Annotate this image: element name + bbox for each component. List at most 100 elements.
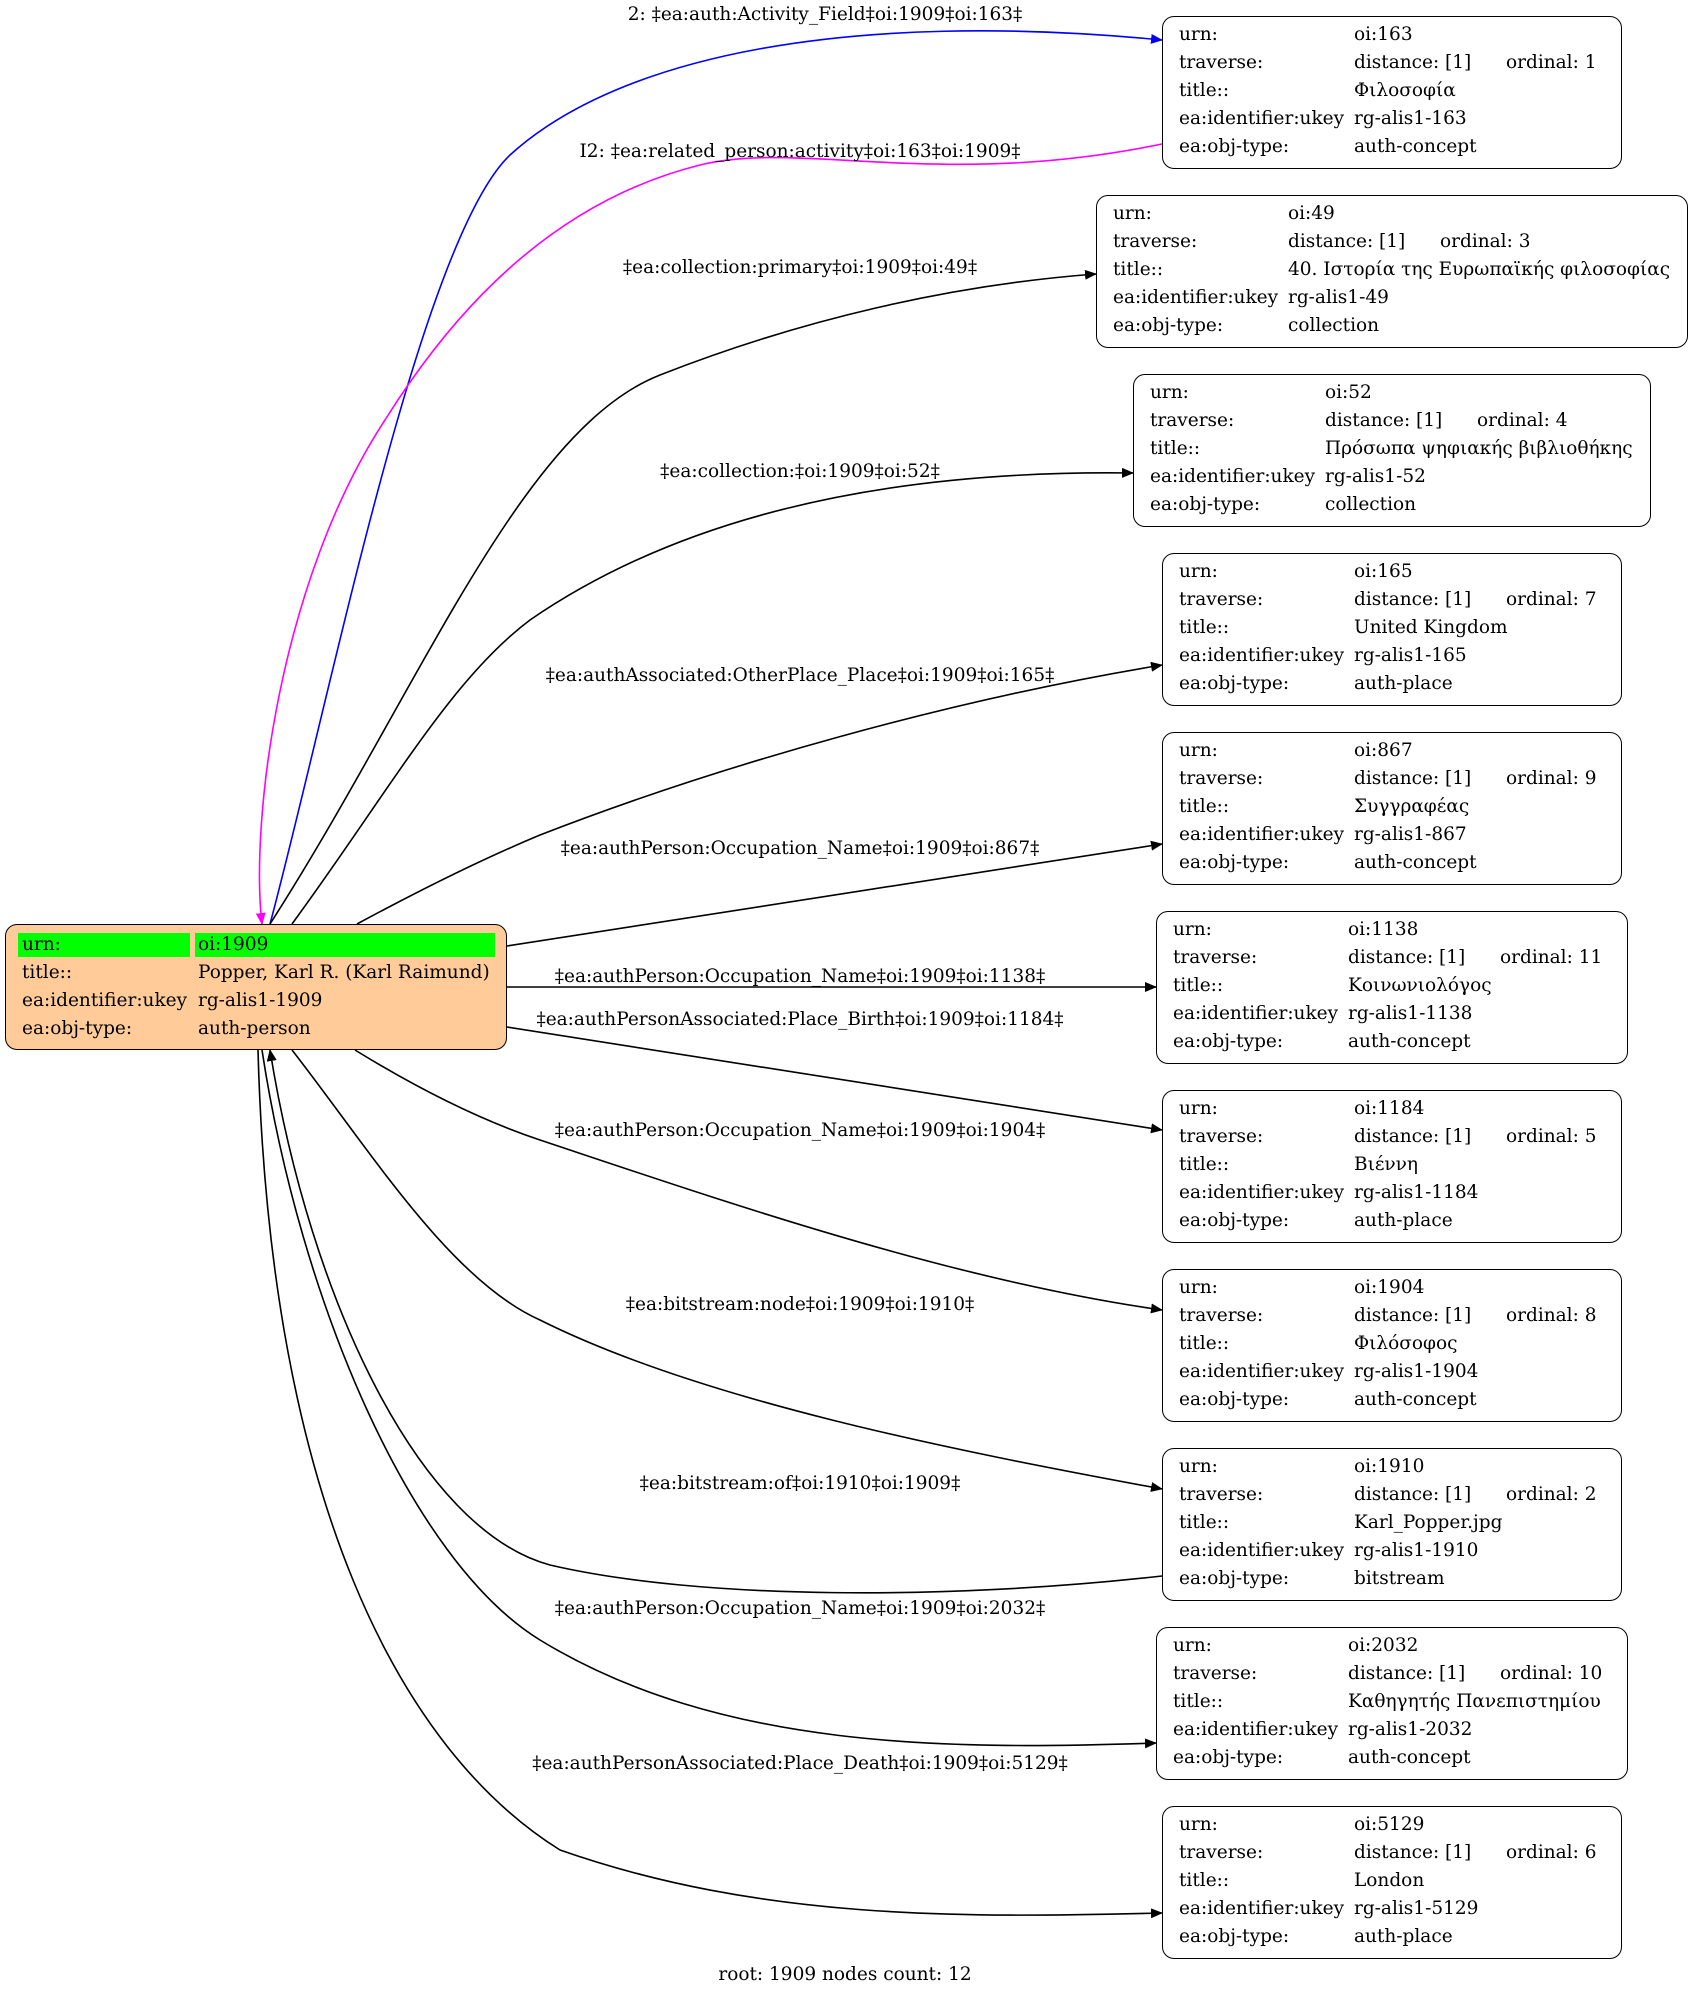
node-traverse-row: traverse:distance: [1]ordinal: 4	[1150, 407, 1650, 435]
edge-label: ‡ea:authPerson:Occupation_Name‡oi:1909‡o…	[554, 1120, 1046, 1141]
edge-label: ‡ea:authAssociated:OtherPlace_Place‡oi:1…	[545, 665, 1055, 686]
title-value: London	[1354, 1870, 1425, 1891]
ordinal-value: ordinal: 10	[1500, 1663, 1603, 1684]
edge-line	[269, 30, 1163, 925]
node-type-row: ea:obj-type:auth-place	[1179, 670, 1621, 698]
node-traverse-row: traverse:distance: [1]ordinal: 9	[1179, 765, 1621, 793]
edge-label: I2: ‡ea:related_person:activity‡oi:163‡o…	[579, 141, 1021, 162]
ukey-value: rg-alis1-163	[1354, 108, 1467, 129]
edge-label: ‡ea:collection:‡oi:1909‡oi:52‡	[660, 461, 940, 482]
root-node[interactable]: urn: oi:1909 title:: Popper, Karl R. (Ka…	[5, 924, 507, 1050]
node-title-row: title::Karl_Popper.jpg	[1179, 1509, 1621, 1537]
traverse-key: traverse:	[1150, 410, 1235, 431]
type-key: ea:obj-type:	[1179, 852, 1290, 873]
type-value: collection	[1325, 494, 1417, 515]
ukey-value: rg-alis1-5129	[1354, 1898, 1479, 1919]
node-title-row: title::Πρόσωπα ψηφιακής βιβλιοθήκης	[1150, 435, 1650, 463]
title-key: title::	[22, 962, 73, 983]
type-value: auth-concept	[1354, 852, 1477, 873]
type-key: ea:obj-type:	[1173, 1031, 1284, 1052]
edge-label: 2: ‡ea:auth:Activity_Field‡oi:1909‡oi:16…	[627, 4, 1023, 25]
node-urn-row: urn:oi:49	[1113, 200, 1687, 228]
title-key: title::	[1173, 1691, 1224, 1712]
type-key: ea:obj-type:	[1179, 1926, 1290, 1947]
edge-label: ‡ea:collection:primary‡oi:1909‡oi:49‡	[622, 257, 978, 278]
edge-label: ‡ea:authPerson:Occupation_Name‡oi:1909‡o…	[554, 966, 1046, 987]
urn-key: urn:	[1173, 1635, 1212, 1656]
title-key: title::	[1113, 259, 1164, 280]
edge-label: ‡ea:bitstream:of‡oi:1910‡oi:1909‡	[639, 1473, 961, 1494]
ukey-key: ea:identifier:ukey	[1179, 1361, 1345, 1382]
edge-label: ‡ea:authPersonAssociated:Place_Death‡oi:…	[532, 1753, 1068, 1774]
urn-key: urn:	[1179, 1814, 1218, 1835]
title-key: title::	[1179, 1333, 1230, 1354]
title-key: title::	[1179, 1870, 1230, 1891]
title-key: title::	[1179, 796, 1230, 817]
ordinal-value: ordinal: 8	[1506, 1305, 1597, 1326]
urn-value: oi:165	[1354, 561, 1413, 582]
urn-key: urn:	[1179, 740, 1218, 761]
node-urn-row: urn:oi:5129	[1179, 1811, 1621, 1839]
edge-label: ‡ea:authPersonAssociated:Place_Birth‡oi:…	[536, 1009, 1064, 1030]
title-value: Φιλοσοφία	[1354, 80, 1456, 101]
ukey-key: ea:identifier:ukey	[1173, 1003, 1339, 1024]
type-key: ea:obj-type:	[22, 1018, 133, 1039]
node-urn-row: urn: oi:867	[1179, 737, 1621, 765]
traverse-key: traverse:	[1173, 1663, 1258, 1684]
node-urn-row: urn:oi:1138	[1173, 916, 1627, 944]
node-title-row: title::Κοινωνιολόγος	[1173, 972, 1627, 1000]
edge-line	[255, 143, 1163, 925]
graph-node[interactable]: urn: oi:2032 traverse: distance: [1] ordinal…	[1156, 1627, 1628, 1780]
type-key: ea:obj-type:	[1179, 1389, 1290, 1410]
node-title-row: title::Συγγραφέας	[1179, 793, 1621, 821]
edge-line	[354, 1049, 1163, 1314]
title-value: Κοινωνιολόγος	[1348, 975, 1492, 996]
urn-key: urn:	[1179, 24, 1218, 45]
urn-value: oi:867	[1354, 740, 1413, 761]
edge-label: ‡ea:bitstream:node‡oi:1909‡oi:1910‡	[625, 1294, 975, 1315]
node-urn-row: urn:oi:165	[1179, 558, 1621, 586]
title-value: Πρόσωπα ψηφιακής βιβλιοθήκης	[1325, 438, 1633, 459]
node-type-row: ea:obj-type:auth-place	[1179, 1923, 1621, 1951]
traverse-key: traverse:	[1179, 1484, 1264, 1505]
traverse-key: traverse:	[1113, 231, 1198, 252]
type-value: auth-place	[1354, 673, 1453, 694]
ukey-value: rg-alis1-1184	[1354, 1182, 1479, 1203]
node-traverse-row: traverse:distance: [1]ordinal: 7	[1179, 586, 1621, 614]
edge-line	[506, 840, 1163, 947]
urn-value: oi:2032	[1348, 1635, 1419, 1656]
root-type-row: ea:obj-type: auth-person	[18, 1015, 494, 1043]
root-title-row: title:: Popper, Karl R. (Karl Raimund)	[18, 959, 494, 987]
traverse-key: traverse:	[1179, 1842, 1264, 1863]
edge-label: ‡ea:authPerson:Occupation_Name‡oi:1909‡o…	[554, 1598, 1046, 1619]
traverse-value: distance: [1]	[1348, 1663, 1466, 1684]
node-urn-row: urn:oi:1904	[1179, 1274, 1621, 1302]
ukey-value: rg-alis1-1138	[1348, 1003, 1473, 1024]
graph-node[interactable]: urn: oi:867 traverse:distance: [1]ordinal:…	[1162, 732, 1622, 885]
ukey-value: rg-alis1-1910	[1354, 1540, 1479, 1561]
node-title-row: title::Καθηγητής Πανεπιστημίου	[1173, 1688, 1627, 1716]
traverse-value: distance: [1]	[1354, 1305, 1472, 1326]
node-type-row: ea:obj-type:auth-place	[1179, 1207, 1621, 1235]
traverse-value: distance: [1]	[1325, 410, 1443, 431]
traverse-key: traverse:	[1179, 1126, 1264, 1147]
node-traverse-row: traverse: distance: [1] ordinal: 10	[1173, 1660, 1627, 1688]
node-type-row: ea:obj-type:collection	[1113, 312, 1687, 340]
node-title-row: title::40. Ιστορία της Ευρωπαϊκής φιλοσο…	[1113, 256, 1687, 284]
urn-value: oi:1138	[1348, 919, 1419, 940]
node-urn-row: urn:oi:1910	[1179, 1453, 1621, 1481]
ukey-value: rg-alis1-52	[1325, 466, 1426, 487]
urn-key: urn:	[22, 934, 61, 955]
